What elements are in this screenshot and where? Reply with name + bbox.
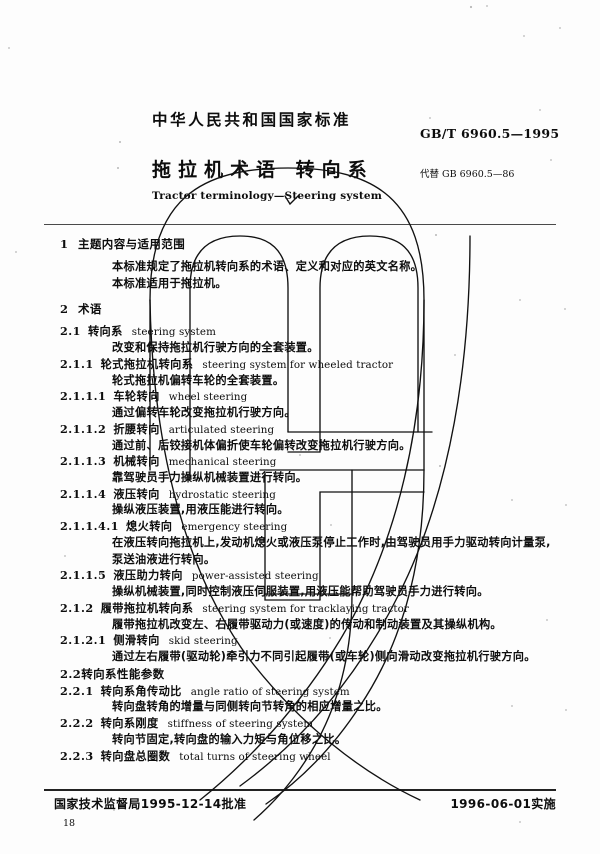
subsection-number: 2.2	[60, 666, 82, 681]
term-chinese: 转向系刚度	[100, 717, 159, 731]
term-number: 2.1.1.2	[60, 421, 107, 436]
footer-divider	[44, 789, 556, 791]
term-chinese: 履带拖拉机转向系	[100, 601, 194, 615]
term-definition: 在液压转向拖拉机上,发动机熄火或液压泵停止工作时,由驾驶员用手力驱动转向计量泵,	[112, 535, 551, 549]
term-number: 2.1	[60, 324, 81, 339]
term-chinese: 机械转向	[113, 455, 160, 469]
term-entry: 2.1.2 履带拖拉机转向系 steering system for trackla…	[0, 601, 600, 617]
term-english: wheel steering	[168, 391, 248, 404]
section-paragraph: 本标准适用于拖拉机。	[112, 276, 227, 290]
implementation-text: 1996-06-01实施	[450, 797, 556, 811]
term-entry: 2.1.1.3 机械转向 mechanical steering	[0, 454, 600, 470]
term-definition: 通过偏转车轮改变拖拉机行驶方向。	[112, 406, 296, 420]
term-entry: 2.1.1.1 车轮转向 wheel steering	[0, 389, 600, 405]
term-english: emergency steering	[181, 521, 288, 534]
term-chinese: 转向系	[87, 325, 123, 339]
term-english: steering system	[131, 326, 216, 339]
term-chinese: 熄火转向	[126, 520, 173, 534]
term-number: 2.1.2.1	[60, 633, 107, 648]
section-paragraph: 本标准规定了拖拉机转向系的术语、定义和对应的英文名称。	[112, 260, 423, 273]
term-english: steering system for tracklaying tractor	[202, 602, 409, 615]
english-title: Tractor terminology—Steering system	[152, 190, 383, 202]
term-english: skid steering	[168, 635, 238, 648]
term-english: angle ratio of steering system	[190, 685, 350, 698]
term-definition: 泵送油液进行转向。	[112, 552, 216, 566]
section-title: 术语	[78, 302, 102, 317]
parameter-entry: 2.2.3 转向盘总圈数 total turns of steering wheel	[0, 749, 600, 765]
term-definition: 履带拖拉机改变左、右履带驱动力(或速度)的传动和制动装置及其操纵机构。	[112, 617, 502, 631]
term-number: 2.2.3	[60, 748, 94, 763]
header-divider	[44, 224, 556, 225]
term-number: 2.1.2	[60, 600, 94, 615]
term-entry: 2.1.2.1 侧滑转向 skid steering	[0, 633, 600, 649]
term-number: 2.1.1.4.1	[60, 519, 120, 534]
term-chinese: 液压助力转向	[113, 569, 183, 583]
term-number: 2.1.1.4	[60, 486, 107, 501]
section-heading: 1 主题内容与适用范围	[0, 236, 600, 252]
term-definition: 改变和保持拖拉机行驶方向的全套装置。	[112, 341, 319, 355]
standard-number: GB/T 6960.5—1995	[420, 126, 560, 141]
term-english: stiffness of steering system	[167, 718, 314, 731]
term-entry: 2.1.1.5 液压助力转向 power-assisted steering	[0, 568, 600, 584]
term-number: 2.1.1.1	[60, 389, 107, 404]
term-number: 2.2.2	[60, 716, 94, 731]
page-title: 拖拉机术语 转向系	[152, 159, 374, 181]
document-body: 1 主题内容与适用范围本标准规定了拖拉机转向系的术语、定义和对应的英文名称。本标准…	[0, 236, 600, 764]
parameter-entry: 2.2.1 转向系角传动比 angle ratio of steering syst…	[0, 684, 600, 700]
term-number: 2.1.1.5	[60, 568, 107, 583]
term-entry: 2.1.1.4 液压转向 hydrostatic steering	[0, 487, 600, 503]
term-definition: 靠驾驶员手力操纵机械装置进行转向。	[112, 471, 308, 484]
section-number: 2	[60, 302, 69, 317]
term-definition: 操纵机械装置,同时控制液压伺服装置,用液压能帮助驾驶员手力进行转向。	[112, 585, 489, 599]
term-definition: 转向节固定,转向盘的输入力矩与角位移之比。	[112, 732, 347, 746]
term-chinese: 侧滑转向	[113, 634, 160, 648]
term-entry: 2.1.1.4.1 熄火转向 emergency steering	[0, 519, 600, 535]
replaces-label: 代替 GB 6960.5—86	[420, 169, 515, 180]
term-definition: 转向盘转角的增量与同侧转向节转角的相应增量之比。	[112, 700, 388, 714]
term-definition: 通过前、后铰接机体偏折使车轮偏转改变拖拉机行驶方向。	[112, 438, 411, 452]
term-entry: 2.1 转向系 steering system	[0, 324, 600, 340]
term-definition: 通过左右履带(驱动轮)牵引力不同引起履带(或车轮)侧向滑动改变拖拉机行驶方向。	[112, 650, 536, 663]
page-number: 18	[63, 818, 76, 829]
term-english: power-assisted steering	[191, 570, 319, 583]
term-chinese: 轮式拖拉机转向系	[100, 357, 194, 371]
section-heading: 2 术语	[0, 301, 600, 317]
term-definition: 操纵液压装置,用液压能进行转向。	[112, 503, 289, 517]
term-english: articulated steering	[168, 423, 275, 436]
term-chinese: 转向系角传动比	[100, 684, 182, 698]
term-chinese: 转向盘总圈数	[100, 749, 171, 763]
term-definition: 轮式拖拉机偏转车轮的全套装置。	[112, 373, 285, 387]
national-standard-label: 中华人民共和国国家标准	[152, 111, 352, 129]
term-chinese: 车轮转向	[113, 390, 160, 404]
section-number: 1	[60, 237, 69, 251]
spacer	[0, 292, 600, 301]
section-title: 主题内容与适用范围	[78, 237, 186, 251]
parameter-entry: 2.2.2 转向系刚度 stiffness of steering system	[0, 716, 600, 732]
subsection-title: 转向系性能参数	[81, 666, 165, 681]
term-number: 2.1.1.3	[60, 454, 107, 469]
term-chinese: 折腰转向	[113, 422, 160, 436]
approval-text: 国家技术监督局1995-12-14批准	[54, 797, 247, 811]
term-number: 2.2.1	[60, 683, 94, 698]
term-chinese: 液压转向	[113, 487, 160, 501]
term-english: total turns of steering wheel	[179, 750, 331, 763]
term-number: 2.1.1	[60, 356, 94, 371]
term-entry: 2.1.1.2 折腰转向 articulated steering	[0, 422, 600, 438]
term-english: mechanical steering	[168, 456, 277, 469]
term-english: hydrostatic steering	[168, 488, 276, 501]
term-english: steering system for wheeled tractor	[202, 358, 394, 371]
term-entry: 2.1.1 轮式拖拉机转向系 steering system for wheeled…	[0, 357, 600, 373]
